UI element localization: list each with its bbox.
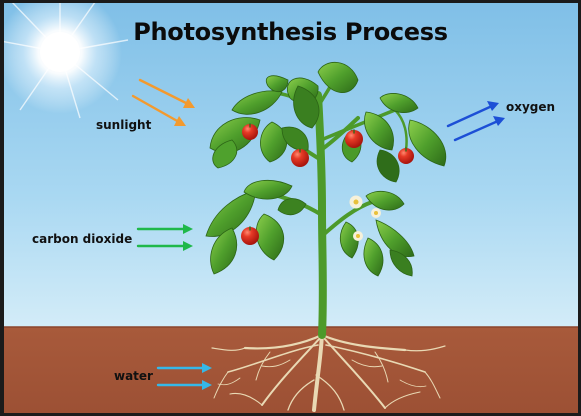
water-arrows xyxy=(156,363,212,390)
flowers xyxy=(349,195,381,241)
carbon-dioxide-arrows xyxy=(136,224,193,251)
plant-roots xyxy=(211,328,446,412)
frame-border-top xyxy=(0,0,581,3)
sun-icon xyxy=(0,0,129,119)
tomatoes xyxy=(241,123,414,245)
sunlight-arrows xyxy=(131,78,195,126)
diagram-title: Photosynthesis Process xyxy=(133,18,448,46)
carbon-dioxide-label: carbon dioxide xyxy=(32,232,133,246)
frame-border-left xyxy=(0,0,4,416)
oxygen-arrows xyxy=(446,101,505,142)
plant-leaves xyxy=(205,61,447,277)
frame-border-right xyxy=(578,0,581,416)
sunlight-label: sunlight xyxy=(96,118,152,132)
water-label: water xyxy=(114,369,153,383)
frame-border-bottom xyxy=(0,413,581,416)
oxygen-label: oxygen xyxy=(506,100,556,114)
